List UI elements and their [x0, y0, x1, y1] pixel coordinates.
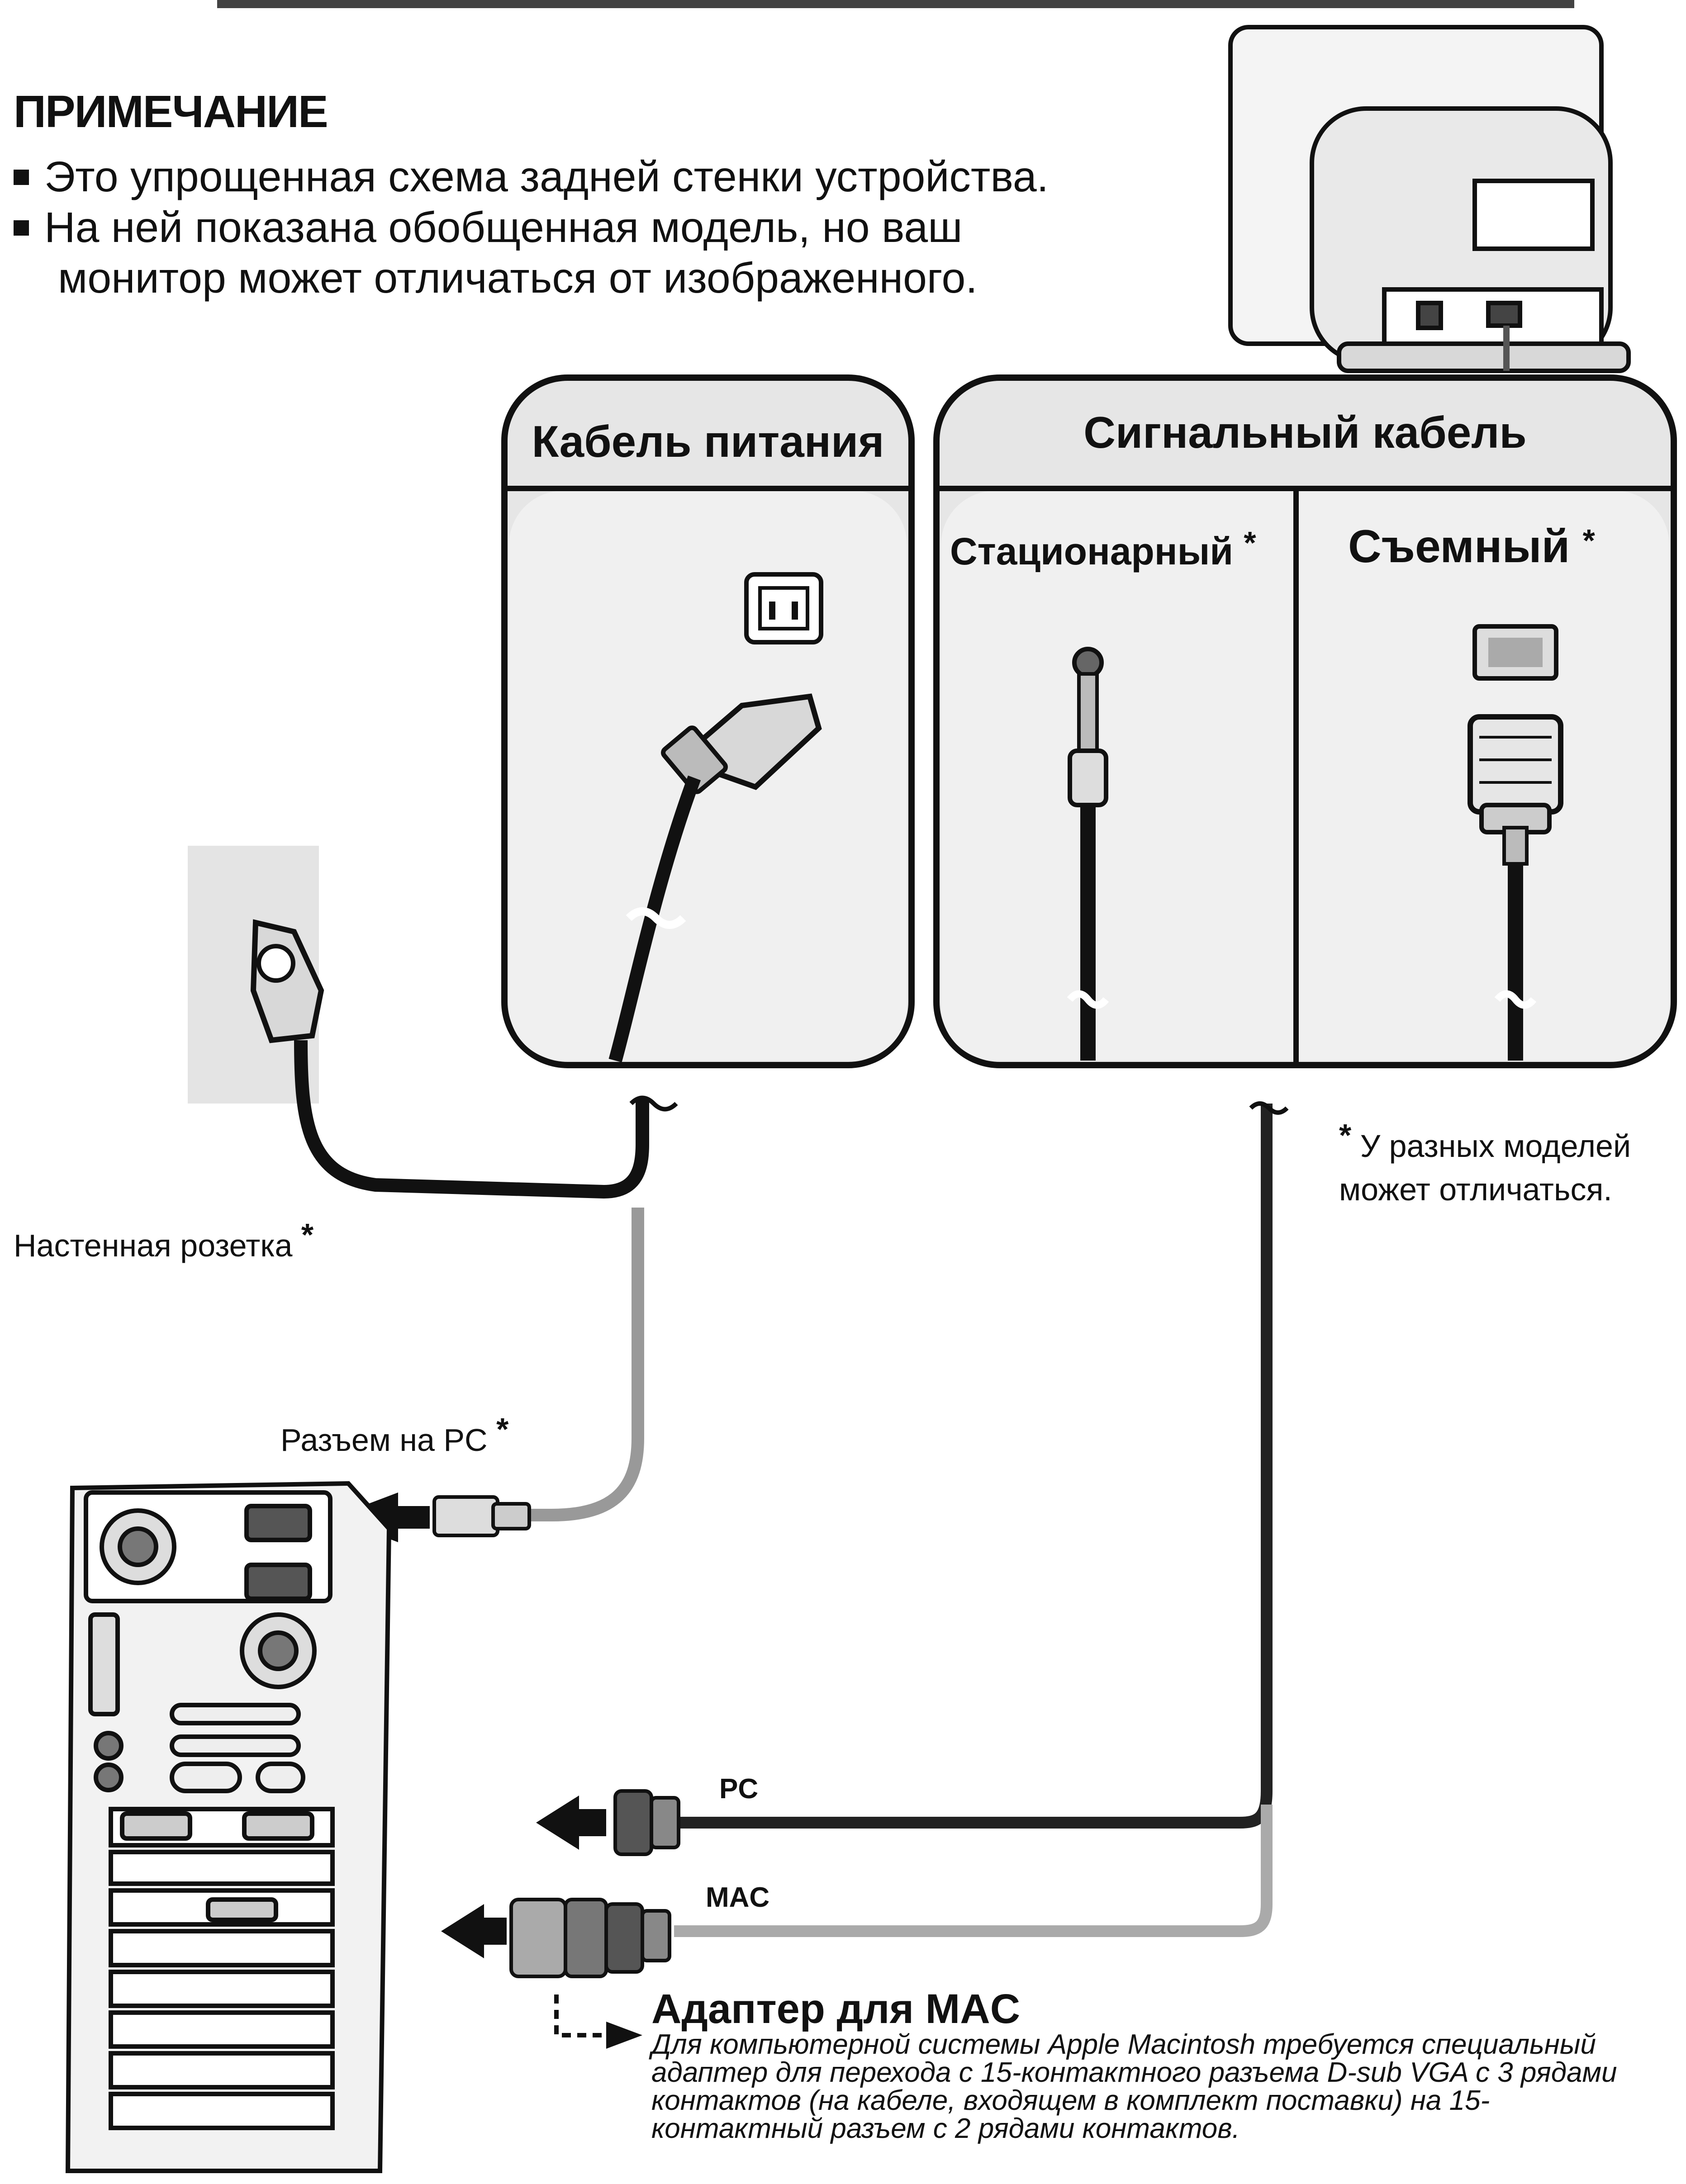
footnote-line-1: * У разных моделей [1339, 1118, 1631, 1164]
pc-tower-icon [65, 1481, 392, 2173]
power-cable-title: Кабель питания [532, 417, 884, 466]
power-cable [608, 775, 701, 1062]
pc-power-plug-icon [432, 1495, 531, 1537]
note-title: ПРИМЕЧАНИЕ [14, 86, 328, 137]
power-cord-to-wall [294, 1040, 649, 1199]
fixed-label: Стационарный * [950, 525, 1256, 573]
mac-adapter-title: Адаптер для MAC [651, 1986, 1021, 2032]
pc-label: PC [719, 1773, 759, 1805]
signal-cable-title: Сигнальный кабель [1083, 407, 1527, 457]
pc-vga-connector-icon [613, 1789, 680, 1856]
arrow-to-pc-vga [536, 1796, 606, 1850]
power-cord-to-pc [493, 1208, 644, 1521]
mac-adapter-icon [509, 1898, 671, 1978]
power-socket-icon [744, 572, 823, 644]
power-plug-icon [661, 693, 822, 794]
arrow-to-mac [441, 1904, 507, 1958]
mac-pointer-arrow [554, 1994, 606, 2037]
detachable-signal-cable [1468, 624, 1563, 1061]
wall-outlet-label: Настенная розетка * [14, 1217, 314, 1263]
fixed-signal-cable [1067, 647, 1109, 1061]
note-bullet-2-cont: монитор может отличаться от изображенног… [58, 254, 978, 302]
note-bullet-2: На ней показана обобщенная модель, но ва… [14, 202, 962, 253]
power-cable-panel [501, 374, 915, 1068]
monitor-icon [1228, 25, 1631, 373]
bullet-square-icon [14, 170, 29, 185]
signal-cable-panel [933, 374, 1677, 1068]
mac-adapter-text: Для компьютерной системы Apple Macintosh… [651, 2029, 1617, 2144]
footnote-line-2: может отличаться. [1339, 1172, 1612, 1207]
mac-signal-branch [674, 1805, 1273, 1937]
detachable-label: Съемный * [1348, 521, 1595, 572]
pc-socket-label: Разъем на PC * [280, 1412, 509, 1458]
signal-cable-trunk [674, 1104, 1273, 1829]
bullet-square-icon [14, 220, 29, 236]
note-bullet-1: Это упрощенная схема задней стенки устро… [14, 152, 1049, 202]
mac-label: MAC [706, 1882, 770, 1913]
header-cutoff-text [217, 0, 1574, 8]
